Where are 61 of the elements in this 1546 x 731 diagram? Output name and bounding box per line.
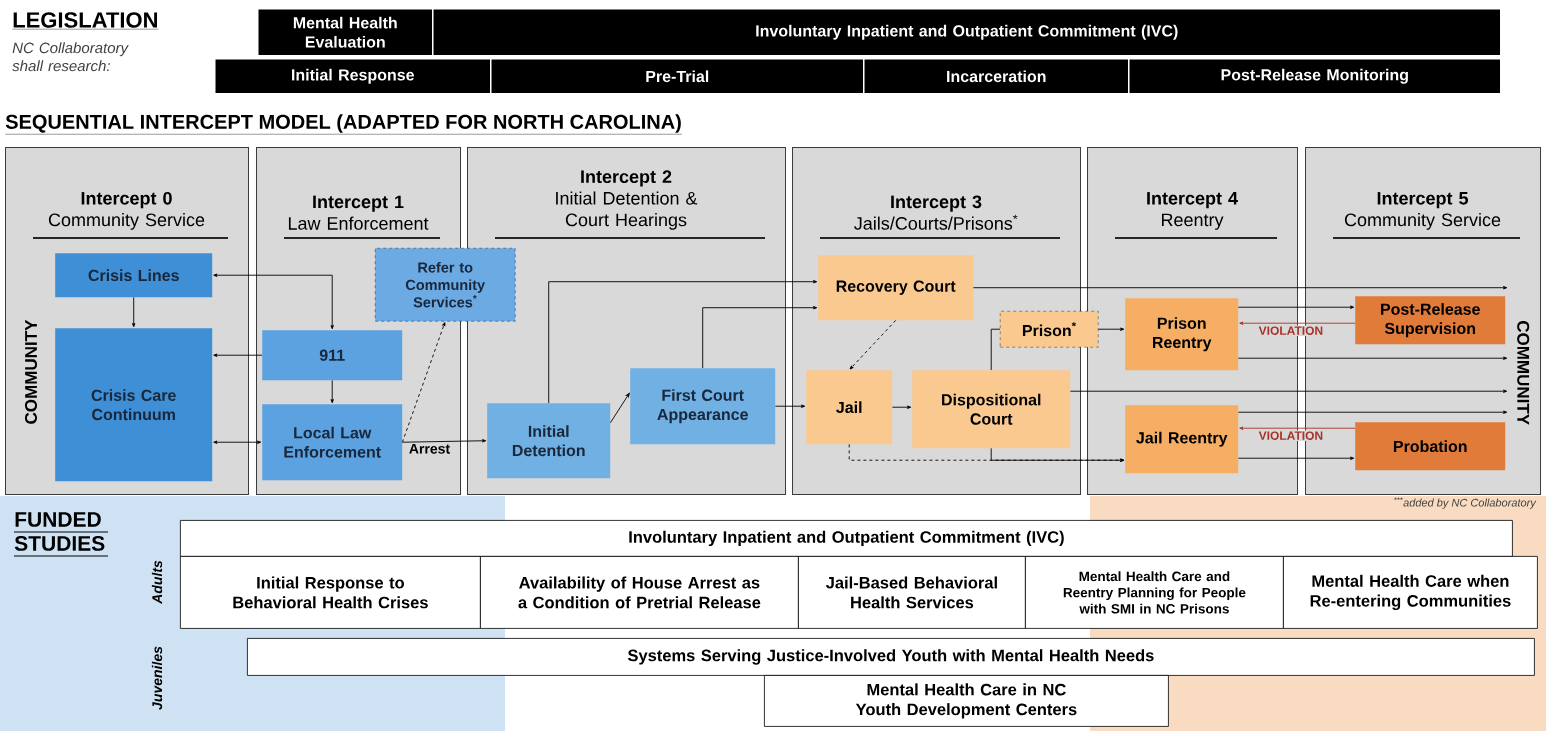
study-box: Mental Health Care in NC Youth Development Centers: [764, 675, 1169, 727]
process-box: Refer to Community Services$^{*}$: [375, 248, 516, 322]
edge-label: VIOLATION: [1257, 430, 1325, 441]
side-label: Juveniles: [151, 646, 163, 710]
study-box: Initial Response to Behavioral Health Crises: [180, 556, 481, 629]
arrow: [1237, 356, 1508, 360]
arrow: [1239, 426, 1356, 430]
arrow: [213, 273, 334, 330]
process-box: Prison Reentry: [1125, 298, 1239, 371]
study-box: Mental Health Care when Re-entering Communities: [1283, 556, 1538, 629]
arrow: [548, 280, 818, 404]
arrow: [1069, 389, 1508, 393]
note-text: $^{***}$added by NC Collaboratory: [1394, 497, 1537, 509]
heading: SEQUENTIAL INTERCEPT MODEL (ADAPTED FOR NORTH CAROLINA): [5, 114, 683, 135]
arrow: [1239, 321, 1356, 325]
process-box: Dispositional Court: [912, 370, 1071, 449]
legislation-bar: Pre-Trial: [490, 58, 865, 95]
study-box: Mental Health Care and Reentry Planning for People with SMI in NC Prisons: [1025, 556, 1284, 629]
process-box: Initial Detention: [487, 403, 611, 479]
connector-line: [990, 328, 1001, 371]
study-box: Jail-Based Behavioral Health Services: [798, 556, 1026, 629]
side-label: COMMUNITY: [25, 319, 38, 424]
process-box: First Court Appearance: [630, 368, 776, 445]
arrow: [609, 392, 630, 424]
legislation-bar: Initial Response: [214, 58, 492, 95]
legislation-bar: Incarceration: [863, 58, 1130, 95]
arrow: [1237, 305, 1355, 309]
arrow: [1237, 410, 1508, 414]
process-box: Recovery Court: [818, 255, 974, 321]
arrow: [330, 379, 334, 404]
arrow: [401, 322, 446, 443]
study-box: Availability of House Arrest as a Condition of Pretrial Release: [480, 556, 799, 629]
edge-label: VIOLATION: [1257, 325, 1325, 336]
side-label: Adults: [151, 560, 163, 605]
heading: FUNDED STUDIES: [13, 512, 109, 557]
legislation-bar: Mental Health Evaluation: [257, 8, 434, 57]
arrow: [990, 447, 1125, 462]
process-box: Probation: [1355, 422, 1506, 471]
arrow: [702, 306, 818, 369]
arrow: [132, 296, 136, 328]
community-label: COMMUNITY: [1517, 321, 1530, 425]
arrow: [849, 319, 897, 370]
process-box: Local Law Enforcement: [262, 404, 403, 481]
arrow: [1097, 327, 1125, 331]
arrow: [1237, 456, 1355, 460]
arrow: [972, 286, 1508, 290]
process-box: Jail: [806, 370, 893, 445]
arrow: [213, 440, 262, 444]
process-box: Crisis Care Continuum: [55, 328, 213, 482]
process-box: Prison$^{*}$: [1000, 311, 1099, 348]
legislation-bar: Post-Release Monitoring: [1128, 58, 1502, 95]
process-box: Jail Reentry: [1125, 405, 1239, 474]
arrow: [401, 439, 487, 443]
note-text: NC Collaboratory shall research:: [12, 42, 129, 72]
process-box: Post-Release Supervision: [1355, 296, 1506, 345]
arrow: [774, 404, 806, 408]
heading: LEGISLATION: [12, 12, 159, 30]
process-box: Crisis Lines: [55, 253, 213, 298]
process-box: 911: [262, 330, 403, 381]
arrow: [213, 353, 263, 357]
arrow: [891, 405, 912, 409]
